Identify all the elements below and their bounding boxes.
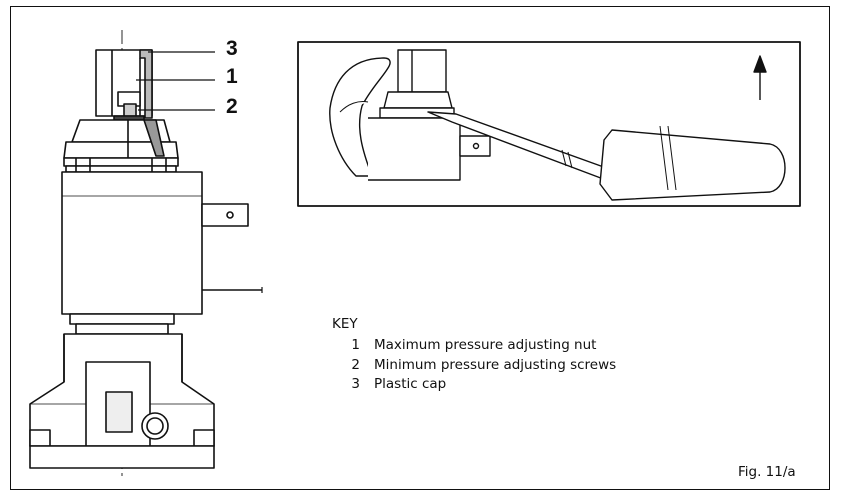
key-title: KEY <box>332 316 358 332</box>
key-item-2: 2 Minimum pressure adjusting screws <box>332 356 616 376</box>
key-item-1: 1 Maximum pressure adjusting nut <box>332 336 616 356</box>
adjusting-nut <box>113 91 145 121</box>
key-item-text: Maximum pressure adjusting nut <box>374 337 597 353</box>
leader-lines <box>136 51 215 111</box>
key-item-text: Plastic cap <box>374 376 447 392</box>
key-item-number: 3 <box>351 376 360 392</box>
key-item-number: 1 <box>351 337 360 353</box>
figure-label: Fig. 11/a <box>738 464 796 480</box>
callout-3: 3 <box>226 37 238 60</box>
key-item-3: 3 Plastic cap <box>332 375 616 395</box>
callout-1: 1 <box>226 65 238 88</box>
key-item-number: 2 <box>351 356 360 373</box>
adjustment-inset <box>297 41 801 207</box>
key-legend: KEY 1 Maximum pressure adjusting nut 2 M… <box>332 316 616 395</box>
lower-stem <box>69 313 175 335</box>
figure-frame <box>10 6 830 490</box>
threaded-ring <box>63 157 179 173</box>
callout-2: 2 <box>226 95 238 118</box>
key-item-text: Minimum pressure adjusting screws <box>374 356 617 373</box>
finger-icon <box>329 57 391 177</box>
valve-body <box>29 333 215 469</box>
top-body <box>63 119 179 159</box>
coil <box>61 171 263 315</box>
